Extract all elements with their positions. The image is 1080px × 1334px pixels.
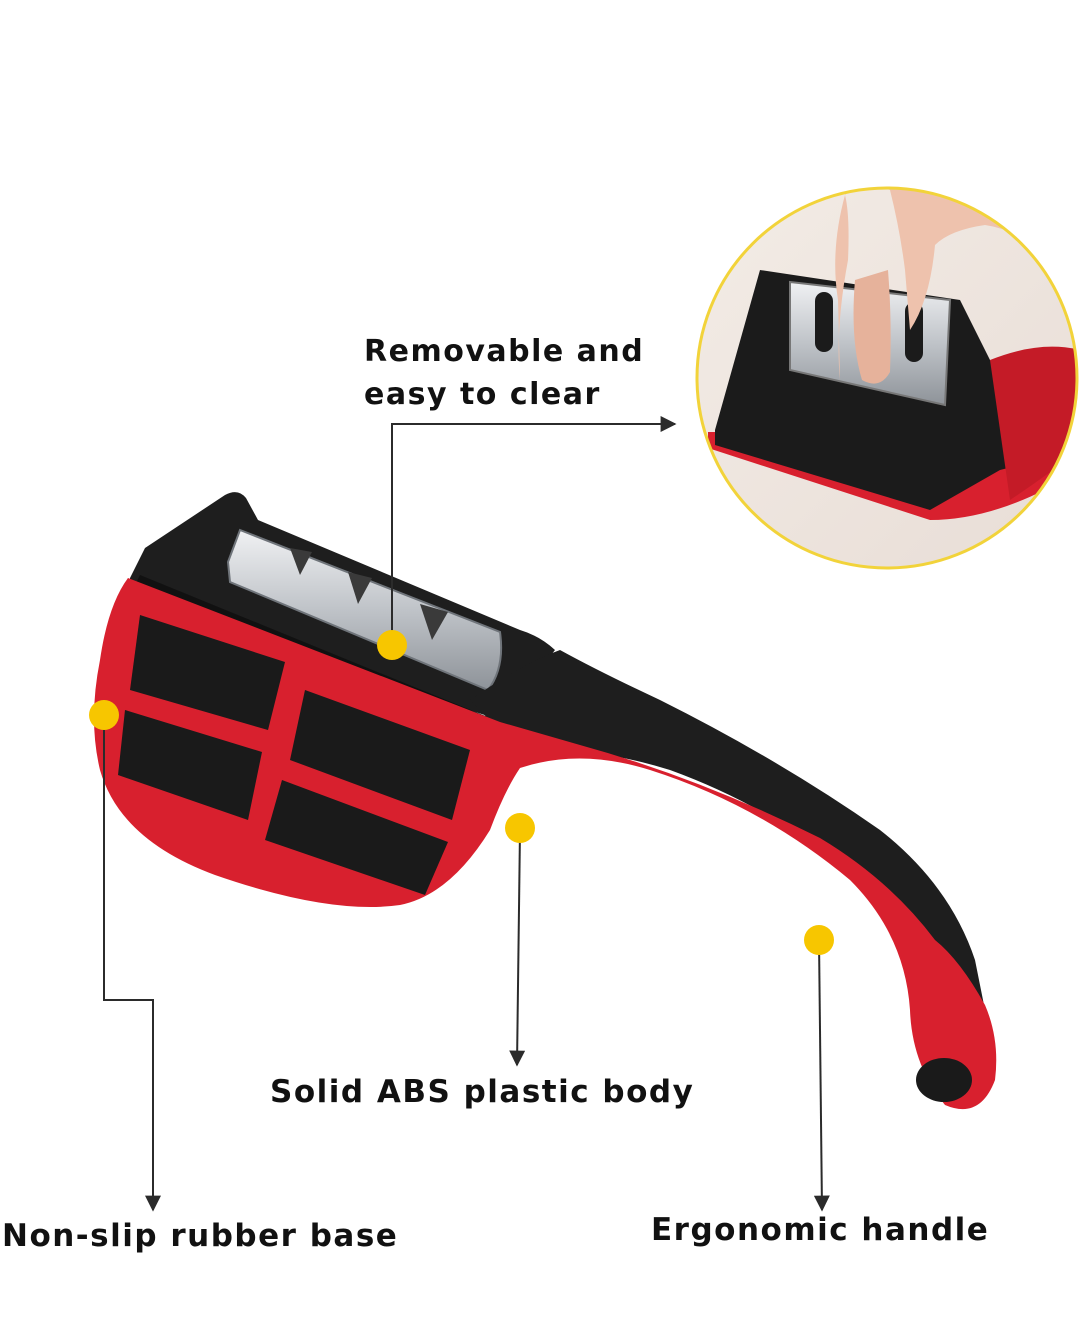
handle-black-band <box>470 650 985 1030</box>
inset-finger <box>853 270 891 384</box>
knife-sharpener <box>94 492 997 1110</box>
leader-line-handle <box>813 939 830 1212</box>
rubber-pad <box>290 690 470 820</box>
callout-removable-line2: easy to clear <box>364 377 601 412</box>
inset-border <box>695 186 1079 570</box>
marker-dot-base <box>89 700 119 730</box>
rubber-pad <box>265 780 448 895</box>
blade-notch <box>348 572 372 604</box>
leader-line-removable <box>391 416 677 645</box>
callout-ergonomic-handle: Ergonomic handle <box>651 1212 990 1248</box>
inset-slot <box>815 292 833 352</box>
callout-removable-line1: Removable and <box>364 334 645 369</box>
rubber-pad <box>130 615 285 730</box>
leader-line-body <box>509 829 526 1067</box>
marker-dot-body <box>505 813 535 843</box>
inset-closeup <box>695 186 1079 570</box>
rubber-pad <box>118 710 262 820</box>
marker-dot-removable <box>377 630 407 660</box>
callout-removable: Removable and easy to clear <box>364 330 644 416</box>
callout-abs-body: Solid ABS plastic body <box>270 1074 695 1110</box>
handle-hole <box>916 1058 972 1102</box>
callout-rubber-base: Non-slip rubber base <box>2 1218 399 1254</box>
leader-lines <box>103 416 830 1212</box>
marker-dot-handle <box>804 925 834 955</box>
blade-notch <box>290 548 312 575</box>
blade-notch <box>420 604 448 640</box>
leader-line-base <box>103 715 161 1212</box>
